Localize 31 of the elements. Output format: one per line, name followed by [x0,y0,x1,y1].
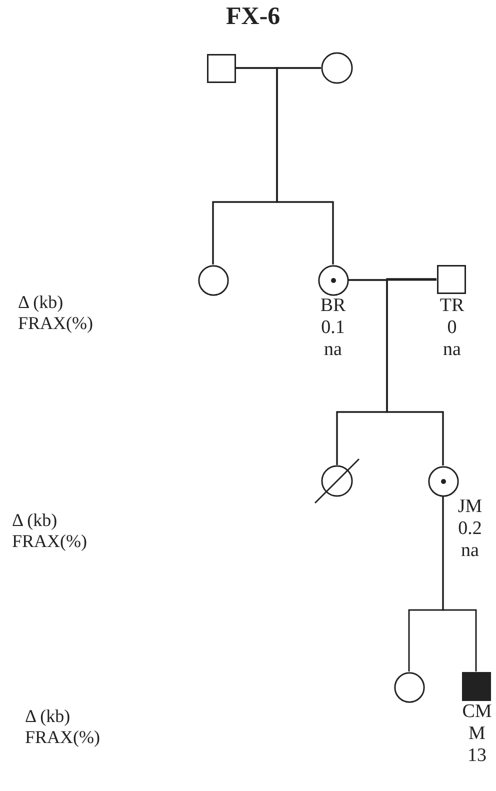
row-label: Δ (kb) [18,293,64,311]
individual-annotation: na [442,340,462,359]
carrier-female-circle [318,264,348,296]
individual-annotation: JM [456,497,484,516]
pedigree-title: FX-6 [226,4,280,29]
female-circle [394,672,424,702]
row-label: FRAX(%) [12,532,87,550]
individual-annotation: na [460,541,480,560]
row-label: FRAX(%) [18,314,93,332]
individual-annotation: TR [438,296,466,315]
individual-annotation: 0 [446,318,458,337]
pedigree-line [386,278,444,466]
male-square [206,54,236,82]
individual-annotation: BR [319,296,347,315]
row-label: FRAX(%) [25,728,100,746]
individual-annotation: 13 [466,746,488,765]
row-label: Δ (kb) [25,707,70,725]
deceased-female-circle [321,465,353,497]
affected-male-square [462,672,490,700]
carrier-female-circle [428,466,458,496]
individual-annotation: CM [461,702,493,721]
individual-annotation: 0.2 [457,519,483,538]
individual-annotation: 0.1 [320,318,346,337]
individual-annotation: na [323,340,343,359]
individual-annotation: M [468,724,486,743]
female-circle [321,52,353,84]
pedigree-line [442,496,477,672]
pedigree-line [276,67,334,264]
male-square [436,264,466,294]
female-circle [198,264,228,296]
row-label: Δ (kb) [12,511,58,529]
